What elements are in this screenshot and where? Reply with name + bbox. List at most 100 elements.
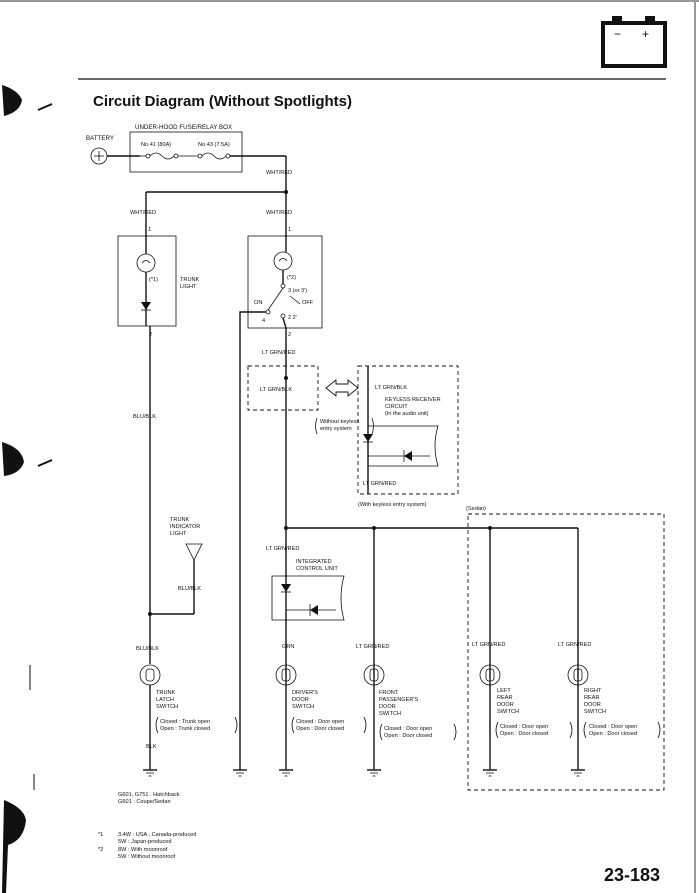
front-pass-line2: PASSENGER'S bbox=[379, 697, 418, 703]
wire-label-blu-blk-upper: BLU/BLK bbox=[133, 414, 156, 420]
wire-label-lt-grn-red-keyless: LT GRN/RED bbox=[363, 481, 396, 487]
without-keyless-line1: Without keyless bbox=[320, 419, 359, 425]
without-keyless-line2: entry system bbox=[320, 426, 352, 432]
svg-text:+: + bbox=[642, 27, 649, 41]
left-rear-open: Open : Door closed bbox=[500, 731, 548, 737]
svg-text:−: − bbox=[614, 27, 621, 41]
right-rear-line4: SWITCH bbox=[584, 709, 606, 715]
left-rear-line3: DOOR bbox=[497, 702, 514, 708]
trunk-light-label-2: LIGHT bbox=[180, 284, 197, 290]
keyless-line1: KEYLESS RECEIVER bbox=[385, 397, 441, 403]
binder-tick-top bbox=[37, 103, 53, 111]
fuse-box-label: UNDER-HOOD FUSE/RELAY BOX bbox=[135, 124, 232, 131]
front-pass-line3: DOOR bbox=[379, 704, 396, 710]
left-rear-door-switch-icon bbox=[479, 664, 501, 686]
keyless-receiver-box bbox=[357, 365, 459, 495]
page-number: 23-183 bbox=[604, 865, 660, 885]
trunk-latch-line2: LATCH bbox=[156, 697, 174, 703]
wire-label-blu-blk-lower: BLU/BLK bbox=[136, 646, 159, 652]
ceiling-light-box bbox=[247, 235, 323, 329]
ceiling-light-on: ON bbox=[254, 300, 262, 306]
front-pass-line1: FRONT bbox=[379, 690, 399, 696]
front-pass-door-switch-icon bbox=[363, 664, 385, 686]
ceiling-light-pin-2b: 2 2' bbox=[288, 315, 297, 321]
driver-line1: DRIVER'S bbox=[292, 690, 318, 696]
keyless-transistor-icon bbox=[404, 451, 412, 461]
driver-door-switch-icon bbox=[275, 664, 297, 686]
icu-line1: INTEGRATED bbox=[296, 559, 332, 565]
wire-label-blu-blk-mid: BLU/BLK bbox=[178, 586, 201, 592]
left-rear-line4: SWITCH bbox=[497, 709, 519, 715]
fuse-symbols bbox=[140, 152, 286, 160]
right-rear-line2: REAR bbox=[584, 695, 600, 701]
ceiling-light-bulb-icon bbox=[273, 251, 293, 271]
binder-mark-bottom bbox=[2, 800, 26, 893]
keyless-caption: (With keyless entry system) bbox=[358, 502, 427, 508]
ceiling-light-note: (*2) bbox=[287, 275, 296, 281]
fuse-43-label: No.43 (7.5A) bbox=[198, 142, 230, 148]
binder-mark-top bbox=[2, 85, 22, 116]
driver-closed: Closed : Door open bbox=[296, 719, 344, 725]
ceiling-light-pin-2: 2 bbox=[288, 332, 291, 338]
trunk-light-label-1: TRUNK bbox=[180, 277, 200, 283]
double-arrow-icon bbox=[325, 379, 359, 397]
sedan-box bbox=[467, 513, 665, 791]
wire-label-lt-grn-red-right: LT GRN/RED bbox=[558, 642, 591, 648]
trunk-indicator-icon bbox=[185, 543, 203, 561]
ceiling-light-off: OFF bbox=[302, 300, 314, 306]
trunk-light-note: (*1) bbox=[149, 277, 158, 283]
icu-transistor-icon bbox=[310, 605, 318, 615]
ceiling-light-pin-3: 3 (or 3') bbox=[288, 288, 307, 294]
ceiling-light-pin-4: 4 bbox=[262, 318, 265, 324]
keyless-module bbox=[368, 425, 439, 467]
ceiling-light-pin-1: 1 bbox=[288, 227, 291, 233]
icu-diode-icon bbox=[281, 584, 291, 592]
footnote-2-a: 8W : With moonroof bbox=[118, 847, 168, 853]
trunk-latch-switch-icon bbox=[139, 664, 161, 686]
trunk-latch-open: Open : Trunk closed bbox=[160, 726, 210, 732]
keyless-line2: CIRCUIT bbox=[385, 404, 408, 410]
ceiling-terminal-3 bbox=[280, 283, 286, 289]
wire-label-lt-grn-red-left: LT GRN/RED bbox=[472, 642, 505, 648]
trunk-latch-line3: SWITCH bbox=[156, 704, 178, 710]
binder-mark-mid bbox=[2, 442, 24, 476]
battery-symbol bbox=[90, 147, 108, 165]
wire-label-lt-grn-red-front: LT GRN/RED bbox=[356, 644, 389, 650]
front-pass-line4: SWITCH bbox=[379, 711, 401, 717]
wire-label-grn: GRN bbox=[282, 644, 294, 650]
wire-label-lt-grn-red-icu: LT GRN/RED bbox=[266, 546, 299, 552]
right-rear-line3: DOOR bbox=[584, 702, 601, 708]
footnote-2-mark: *2 bbox=[98, 847, 103, 853]
wire-label-lt-grn-red-ceiling: LT GRN/RED bbox=[262, 350, 295, 356]
footnote-1-b: 5W : Japan-produced bbox=[118, 839, 171, 845]
right-rear-open: Open : Door closed bbox=[589, 731, 637, 737]
wire-label-wht-red-main: WHT/RED bbox=[266, 170, 292, 176]
icu-module bbox=[271, 575, 345, 621]
wire-label-blk: BLK bbox=[146, 744, 157, 750]
left-rear-closed: Closed : Door open bbox=[500, 724, 548, 730]
trunk-latch-line1: TRUNK bbox=[156, 690, 176, 696]
keyless-diode-icon bbox=[363, 434, 373, 442]
wire-label-lt-grn-blk-b: LT GRN/BLK bbox=[375, 385, 407, 391]
trunk-light-bulb-icon bbox=[136, 253, 156, 273]
right-rear-door-switch-icon bbox=[567, 664, 589, 686]
icu-line2: CONTROL UNIT bbox=[296, 566, 338, 572]
fuse-box bbox=[129, 131, 243, 173]
right-rear-line1: RIGHT bbox=[584, 688, 602, 694]
trunk-light-diode-icon bbox=[141, 302, 151, 310]
ground-icons bbox=[143, 769, 585, 777]
sedan-label: (Sedan) bbox=[466, 506, 486, 512]
trunk-latch-closed: Closed : Trunk open bbox=[160, 719, 210, 725]
battery-label: BATTERY bbox=[86, 135, 114, 142]
wire-label-wht-red-trunk: WHT/RED bbox=[130, 210, 156, 216]
driver-line2: DOOR bbox=[292, 697, 309, 703]
keyless-line3: (In the audio unit) bbox=[385, 411, 429, 417]
battery-section-icon: − + bbox=[601, 16, 667, 68]
driver-line3: SWITCH bbox=[292, 704, 314, 710]
without-keyless-box bbox=[247, 365, 319, 411]
ground-note-2: G601 : Coupe/Sedan bbox=[118, 799, 171, 805]
front-pass-open: Open : Door closed bbox=[384, 733, 432, 739]
left-rear-line2: REAR bbox=[497, 695, 513, 701]
